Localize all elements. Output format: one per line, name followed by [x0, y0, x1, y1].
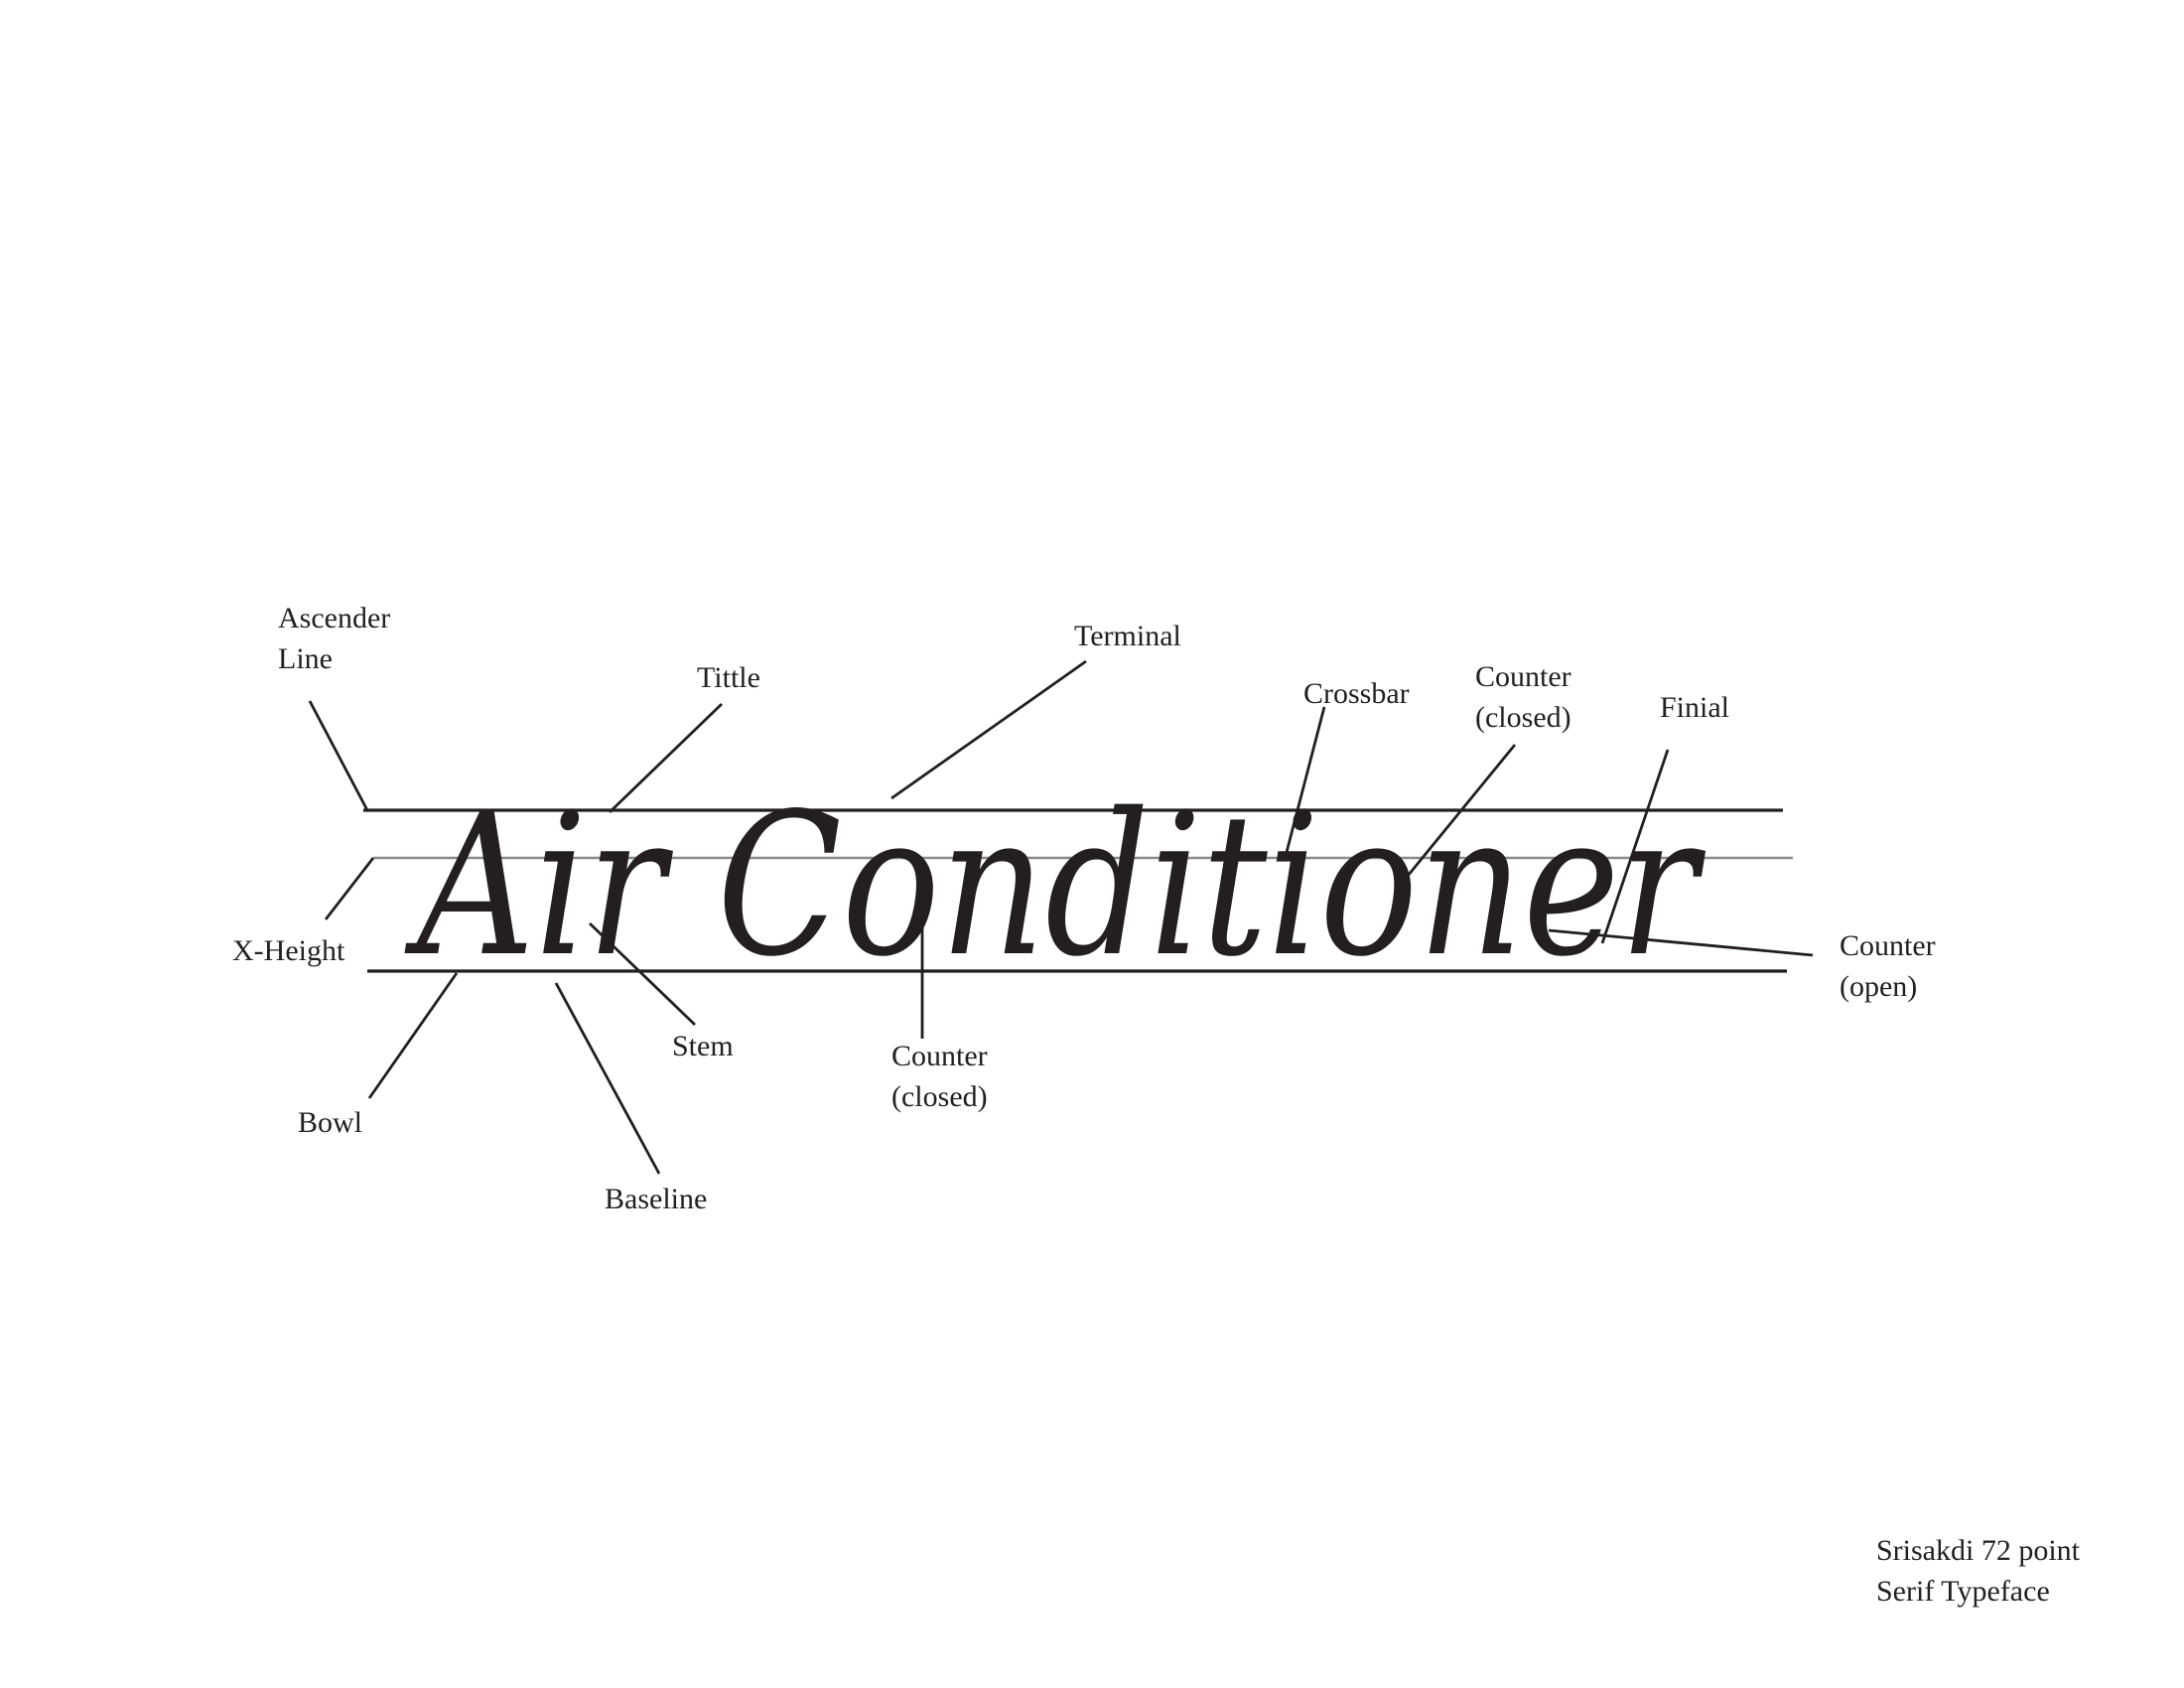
baseline-label: Baseline [605, 1183, 707, 1215]
counter-open-label-line2: (open) [1840, 970, 1917, 1003]
crossbar-leader [1283, 706, 1326, 861]
bowl-label: Bowl [298, 1106, 362, 1139]
x-height-leader [324, 857, 375, 920]
tittle-label: Tittle [697, 661, 760, 694]
baseline-leader [554, 982, 661, 1175]
x-height-label: X-Height [232, 934, 345, 967]
counter-closed-bottom-label-line1: Counter [891, 1040, 988, 1072]
specimen-word: Air Conditioner [404, 771, 1706, 1000]
leader-lines [308, 659, 1814, 1175]
ascender-line-label-line1: Ascender [278, 602, 390, 634]
counter-open-leader [1548, 928, 1814, 957]
terminal-label: Terminal [1074, 620, 1181, 652]
stem-label: Stem [672, 1030, 734, 1062]
counter-closed-top-label-line2: (closed) [1475, 701, 1571, 734]
ascender-line-leader [308, 700, 369, 811]
bowl-leader [367, 972, 459, 1099]
ascender-line-label-line2: Line [278, 642, 333, 675]
finial-leader [1600, 749, 1670, 944]
counter-closed-top-label: Counter (closed) [1475, 660, 1578, 734]
crossbar-label: Crossbar [1303, 677, 1410, 710]
stem-leader [589, 921, 696, 1027]
caption-line-1: Srisakdi 72 point [1876, 1534, 2081, 1567]
counter-open-label: Counter (open) [1840, 929, 1943, 1003]
counter-closed-bottom-label-line2: (closed) [891, 1080, 988, 1113]
finial-label: Finial [1660, 691, 1729, 724]
counter-closed-bottom-label: Counter (closed) [891, 1040, 995, 1113]
tittle-leader [609, 702, 723, 814]
terminal-leader [890, 659, 1087, 800]
counter-closed-top-label-line1: Counter [1475, 660, 1571, 693]
caption: Srisakdi 72 point Serif Typeface [1876, 1534, 2081, 1608]
ascender-line-label: Ascender Line [278, 602, 398, 675]
annotation-labels: Ascender Line Tittle Terminal Crossbar C… [232, 602, 1943, 1215]
counter-closed-top-leader [1393, 744, 1517, 893]
caption-line-2: Serif Typeface [1876, 1575, 2050, 1608]
counter-open-label-line1: Counter [1840, 929, 1936, 962]
